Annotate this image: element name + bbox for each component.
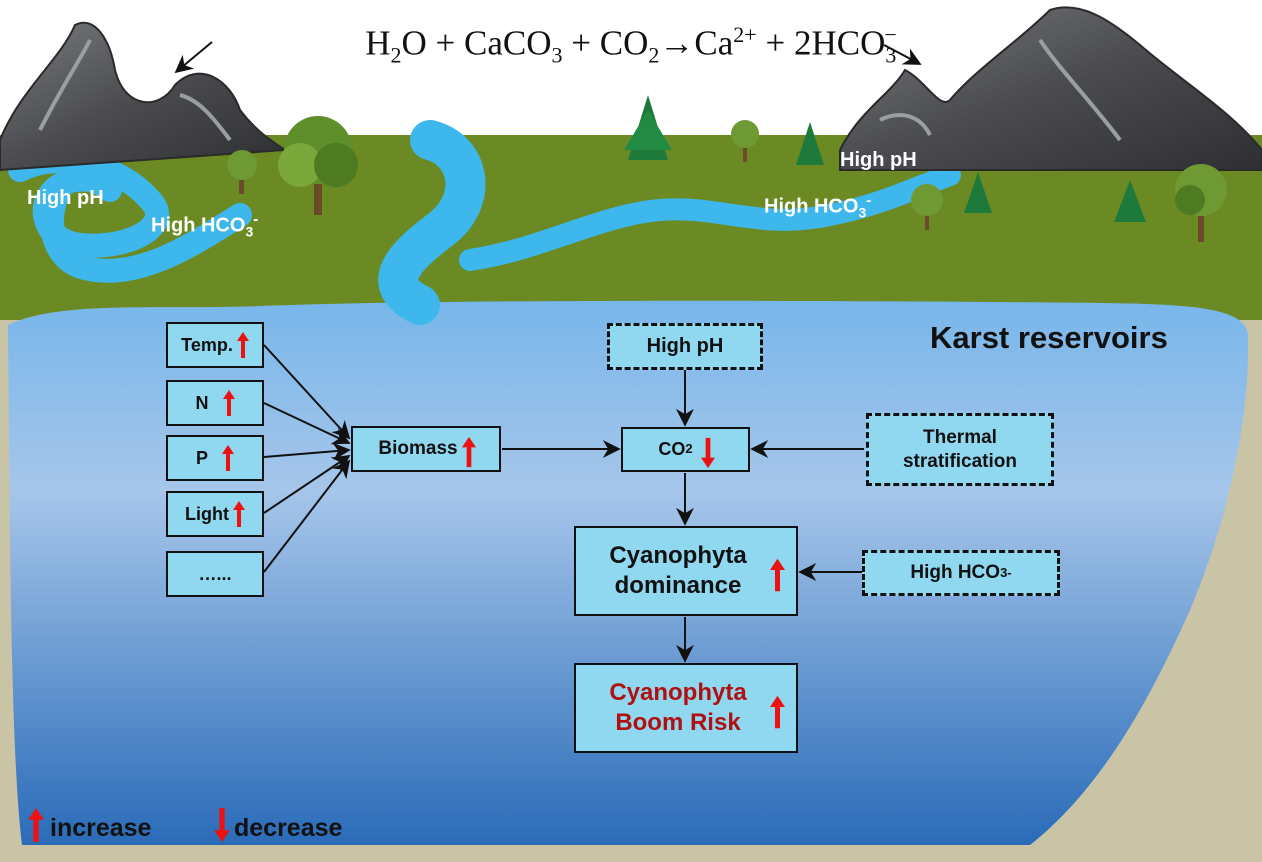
tree-conifer-4 <box>1114 180 1146 222</box>
river-left <box>8 149 252 283</box>
increase-arrow-icon <box>222 445 234 471</box>
increase-arrow-icon <box>461 436 476 468</box>
increase-arrow-icon <box>28 808 44 849</box>
decrease-arrow-icon <box>700 437 715 468</box>
connector-temp-biomass <box>263 344 351 440</box>
node-high-ph: High pH <box>607 323 763 370</box>
increase-arrow-icon <box>232 501 245 527</box>
node-biomass: Biomass <box>351 426 501 472</box>
tree-conifer-2 <box>796 122 824 165</box>
tree-conifer-3 <box>964 172 992 213</box>
river-right <box>459 164 961 271</box>
tree-deciduous-2 <box>227 150 257 194</box>
label-right-high-hco3: High HCO3- <box>764 192 872 221</box>
increase-arrow-icon <box>769 558 785 592</box>
carbonate-equation: H2O + CaCO3 + CO2→Ca2+ + 2HCO3− <box>365 22 897 68</box>
label-left-high-hco3: High HCO3- <box>151 211 259 240</box>
node-nitrogen: N <box>166 380 264 426</box>
legend-increase: increase <box>28 808 151 849</box>
tree-deciduous-1 <box>278 116 358 215</box>
node-other-factors: …... <box>166 551 264 597</box>
tree-deciduous-3 <box>731 120 759 162</box>
label-right-high-ph: High pH <box>840 149 917 171</box>
connector-n-biomass <box>263 402 351 445</box>
label-left-high-ph: High pH <box>27 187 104 209</box>
increase-arrow-icon <box>236 332 249 358</box>
connector-p-biomass <box>263 442 351 461</box>
decrease-arrow-icon <box>214 808 230 849</box>
increase-arrow-icon <box>769 695 785 729</box>
node-thermal-stratification: Thermal stratification <box>866 413 1054 486</box>
tree-deciduous-5 <box>1175 164 1227 242</box>
node-cyanophyta-dominance: Cyanophyta dominance <box>574 526 798 616</box>
increase-arrow-icon <box>222 390 235 416</box>
node-temperature: Temp. <box>166 322 264 368</box>
mountain-right-highlight <box>879 38 1122 142</box>
flow-connectors <box>263 344 864 663</box>
mountain-left <box>0 21 288 172</box>
tree-deciduous-4 <box>911 184 943 230</box>
equation-arrow-right <box>883 44 922 65</box>
equation-arrow-left <box>174 41 213 74</box>
connector-more-biomass <box>263 459 351 573</box>
karst-reservoirs-title: Karst reservoirs <box>930 320 1168 355</box>
node-light: Light <box>166 491 264 537</box>
node-phosphorus: P <box>166 435 264 481</box>
legend-decrease: decrease <box>214 808 342 849</box>
node-cyanophyta-bloom-risk: Cyanophyta Boom Risk <box>574 663 798 753</box>
river-main <box>378 120 486 325</box>
mountain-right <box>839 6 1262 171</box>
tree-conifer-1 <box>624 95 672 160</box>
mountain-left-highlight <box>38 39 232 142</box>
